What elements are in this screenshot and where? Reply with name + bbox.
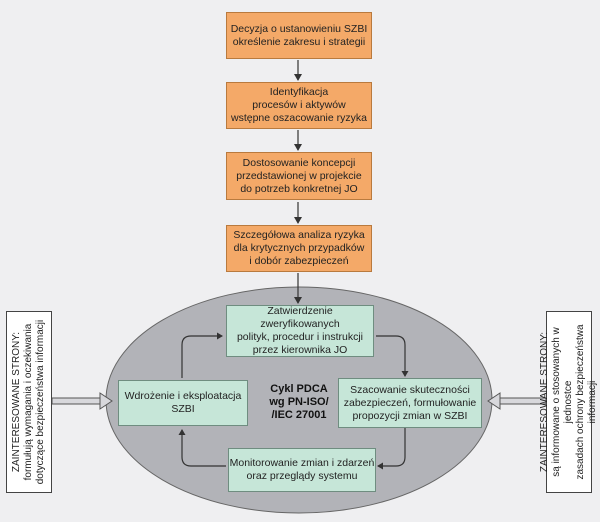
right-stakeholder-panel: ZAINTERESOWANE STRONY: są informowane o … bbox=[539, 311, 598, 493]
cycle-arrow-left-to-top bbox=[181, 332, 223, 378]
step-2-box: Identyfikacja procesów i aktywów wstępne… bbox=[226, 82, 372, 129]
left-stakeholder-panel: ZAINTERESOWANE STRONY: formułują wymagan… bbox=[6, 311, 52, 493]
right-stakeholder-text: ZAINTERESOWANE STRONY: są informowane o … bbox=[539, 312, 599, 492]
left-panel-line2: dotyczące bezpieczeństwa informacji bbox=[35, 319, 46, 485]
left-stakeholder-text: ZAINTERESOWANE STRONY: formułują wymagan… bbox=[11, 312, 47, 492]
right-input-arrow bbox=[487, 392, 547, 410]
step-3-box: Dostosowanie koncepcji przedstawionej w … bbox=[226, 152, 372, 200]
right-panel-line2: zasadach ochrony bezpieczeństwa informac… bbox=[575, 324, 598, 480]
left-panel-line1: formułują wymagania i oczekiwania bbox=[23, 323, 34, 481]
cycle-evaluate-box: Szacowanie skuteczności zabezpieczeń, fo… bbox=[338, 378, 482, 428]
cycle-arrow-right-to-bottom bbox=[377, 428, 406, 470]
cycle-approve-box: Zatwierdzenie zweryfikowanych polityk, p… bbox=[226, 305, 374, 357]
step-4-box: Szczegółowa analiza ryzyka dla krytyczny… bbox=[226, 225, 372, 272]
right-panel-title: ZAINTERESOWANE STRONY: bbox=[539, 331, 550, 473]
left-input-arrow bbox=[51, 392, 113, 410]
pdca-center-label: Cykl PDCA wg PN-ISO/ /IEC 27001 bbox=[269, 383, 329, 421]
right-panel-line1: są informowane o stosowanych w jednostce bbox=[551, 327, 574, 477]
cycle-implement-box: Wdrożenie i eksploatacja SZBI bbox=[118, 380, 248, 426]
cycle-arrow-top-to-right bbox=[376, 335, 409, 377]
left-panel-title: ZAINTERESOWANE STRONY: bbox=[11, 331, 22, 473]
cycle-arrow-bottom-to-left bbox=[178, 429, 226, 467]
step-1-box: Decyzja o ustanowieniu SZBI określenie z… bbox=[226, 12, 372, 59]
cycle-monitor-box: Monitorowanie zmian i zdarzeń oraz przeg… bbox=[228, 448, 376, 492]
